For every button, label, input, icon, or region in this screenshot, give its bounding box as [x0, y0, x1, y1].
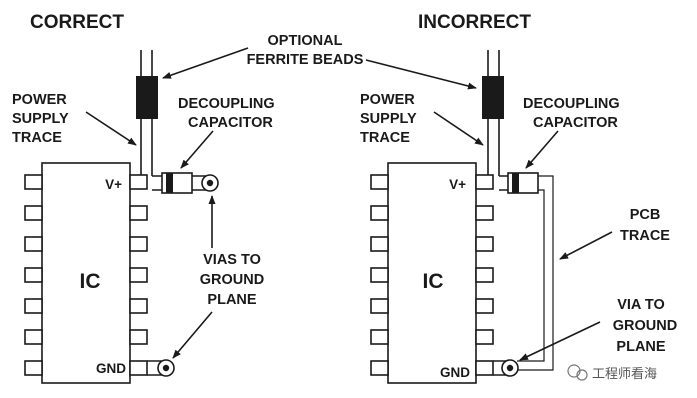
vplus-pin [129, 174, 148, 190]
pcb-trace-label: PCB TRACE [620, 207, 670, 244]
ic-pin [129, 205, 148, 221]
via-to-ground-plane-label: VIA TO GROUND PLANE [613, 297, 677, 355]
vias-to-ground-plane-label: VIAS TO GROUND PLANE [200, 252, 264, 308]
ic-pin [370, 329, 389, 345]
pcb-trace-outer [517, 175, 554, 371]
svg-text:TRACE: TRACE [620, 228, 670, 244]
gnd-via-hole [162, 364, 170, 372]
ic-pin [24, 267, 43, 283]
svg-text:DECOUPLING: DECOUPLING [178, 96, 275, 112]
ic-body [387, 162, 477, 384]
ic-pin [370, 205, 389, 221]
capacitor-band [166, 173, 173, 193]
ic-pin [475, 205, 494, 221]
ic-pin [129, 329, 148, 345]
capacitor-arrow [525, 130, 559, 169]
ic-pin [475, 236, 494, 252]
power-trace-arrow [85, 111, 137, 146]
ic-pin [370, 267, 389, 283]
correct-circuit: IC V+ GND POWER SUPPLY TRACE [12, 50, 275, 384]
pcb-trace-arrow [559, 231, 613, 260]
svg-text:PLANE: PLANE [616, 339, 665, 355]
ferrite-arrow-right [365, 59, 477, 90]
ic-pin [24, 360, 43, 376]
decoupling-capacitor-label: DECOUPLING CAPACITOR [178, 96, 275, 131]
ic-pin [475, 267, 494, 283]
svg-text:TRACE: TRACE [360, 130, 410, 146]
svg-text:DECOUPLING: DECOUPLING [523, 96, 620, 112]
svg-text:PLANE: PLANE [207, 292, 256, 308]
svg-text:OPTIONAL: OPTIONAL [268, 33, 343, 49]
optional-ferrite-beads-label: OPTIONAL FERRITE BEADS [247, 33, 364, 68]
svg-text:TRACE: TRACE [12, 130, 62, 146]
svg-text:CAPACITOR: CAPACITOR [533, 115, 618, 131]
ic-pin [24, 329, 43, 345]
ic-pin [129, 267, 148, 283]
watermark-text: 工程师看海 [592, 366, 657, 382]
ic-pin [129, 236, 148, 252]
svg-text:FERRITE BEADS: FERRITE BEADS [247, 52, 364, 68]
ic-pin [475, 298, 494, 314]
ic-pin [24, 205, 43, 221]
pcb-trace-inner [517, 189, 545, 362]
power-supply-trace-label: POWER SUPPLY TRACE [360, 92, 417, 146]
incorrect-title: INCORRECT [418, 12, 531, 33]
ferrite-bead [136, 76, 158, 119]
ic-label: IC [80, 270, 101, 293]
via-arrow-down [172, 311, 213, 359]
gnd-via-hole [506, 364, 514, 372]
capacitor-band [512, 173, 519, 193]
decoupling-capacitor-label: DECOUPLING CAPACITOR [523, 96, 620, 131]
power-supply-trace-label: POWER SUPPLY TRACE [12, 92, 69, 146]
svg-text:VIA TO: VIA TO [617, 297, 665, 313]
vplus-pin [475, 174, 494, 190]
via-hole [206, 179, 214, 187]
ic-pin [24, 236, 43, 252]
ic-label: IC [423, 270, 444, 293]
svg-text:CAPACITOR: CAPACITOR [188, 115, 273, 131]
svg-text:POWER: POWER [12, 92, 67, 108]
svg-text:PCB: PCB [630, 207, 661, 223]
power-trace-arrow [433, 111, 484, 146]
gnd-pin [475, 360, 494, 376]
svg-text:GROUND: GROUND [613, 318, 677, 334]
gnd-pin-label: GND [440, 365, 470, 380]
ic-pin [370, 298, 389, 314]
ic-pin [129, 298, 148, 314]
ic-pin [475, 329, 494, 345]
svg-text:GROUND: GROUND [200, 272, 264, 288]
svg-text:POWER: POWER [360, 92, 415, 108]
ic-pin [24, 298, 43, 314]
svg-text:SUPPLY: SUPPLY [12, 111, 69, 127]
ferrite-bead [482, 76, 504, 119]
ic-pin [24, 174, 43, 190]
gnd-pin [129, 360, 148, 376]
correct-title: CORRECT [30, 12, 124, 33]
capacitor-arrow [180, 130, 214, 169]
vplus-pin-label: V+ [105, 177, 122, 192]
ic-pin [370, 236, 389, 252]
svg-text:VIAS TO: VIAS TO [203, 252, 261, 268]
svg-text:SUPPLY: SUPPLY [360, 111, 417, 127]
ic-pin [370, 360, 389, 376]
ferrite-arrow-left [162, 47, 249, 79]
ic-pin [370, 174, 389, 190]
vplus-pin-label: V+ [449, 177, 466, 192]
gnd-pin-label: GND [96, 361, 126, 376]
via-arrow [519, 321, 601, 361]
watermark: 工程师看海 [567, 364, 657, 382]
incorrect-circuit: IC V+ GND POWER SUPPLY T [360, 50, 677, 384]
